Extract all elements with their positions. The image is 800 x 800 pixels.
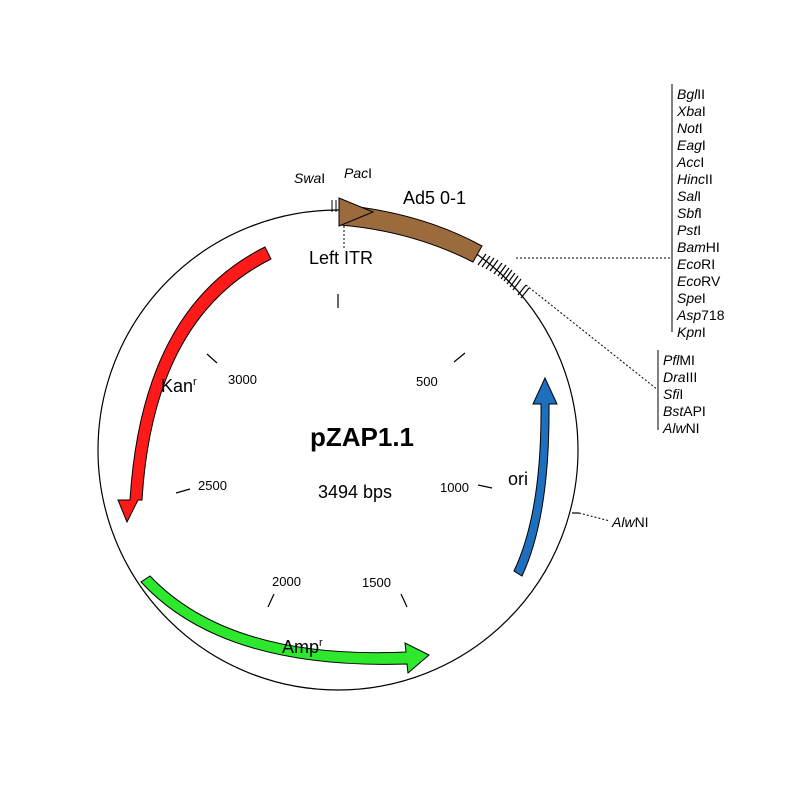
tick-label-500: 500 <box>416 374 438 389</box>
feature-label-ad5: Ad5 0-1 <box>403 188 466 208</box>
site-noti: NotI <box>677 120 703 136</box>
plasmid-name: pZAP1.1 <box>310 422 414 452</box>
mcs-mark <box>517 284 527 296</box>
mcs-mark <box>485 257 495 270</box>
tick-label-1500: 1500 <box>362 575 391 590</box>
feature-label-ori: ori <box>508 469 528 489</box>
feature-ori-arrow <box>513 376 558 577</box>
site-draiii: DraIII <box>663 369 697 385</box>
mcs-mark <box>481 255 491 268</box>
site-swai: SwaI <box>294 170 325 186</box>
feature-left-itr-arrow <box>338 197 375 227</box>
site-sali: SalI <box>677 188 701 204</box>
site-hincii: HincII <box>677 171 713 187</box>
site-bamhi: BamHI <box>677 239 720 255</box>
feature-label-left-itr: Left ITR <box>309 248 373 268</box>
site-eagi: EagI <box>677 137 706 153</box>
site-ecorv: EcoRV <box>677 273 721 289</box>
site-sfii: SfiI <box>663 386 683 402</box>
site-swai-it: Swa <box>294 170 321 186</box>
alwni-leader <box>578 512 611 522</box>
site-paci-it: Pac <box>344 165 368 181</box>
mcs-mark <box>477 253 487 266</box>
mcs-mark <box>512 278 522 291</box>
site-alwni-group: AlwNI <box>662 420 700 436</box>
site-bstapi: BstAPI <box>663 403 706 419</box>
site-asp718: Asp718 <box>676 307 725 323</box>
tick-1000 <box>477 484 493 489</box>
mcs-mark <box>503 269 513 282</box>
site-paci: PacI <box>344 165 372 181</box>
scale-ticks <box>175 294 493 608</box>
mcs-mark <box>500 267 510 280</box>
kan-label-sup: r <box>193 376 197 388</box>
site-acci: AccI <box>676 154 704 170</box>
site-paci-rest: I <box>368 165 372 181</box>
top-site-marks <box>331 200 337 212</box>
kan-label-text: Kan <box>161 376 193 396</box>
plasmid-size: 3494 bps <box>318 482 392 502</box>
tick-label-2000: 2000 <box>272 574 301 589</box>
amp-label-text: Amp <box>282 637 319 657</box>
mcs-group-1-list: BglII XbaI NotI EagI AccI HincII SalI Sb… <box>676 86 725 340</box>
site-ecori: EcoRI <box>677 256 715 272</box>
tick-label-3000: 3000 <box>228 372 257 387</box>
feature-kan-arrow <box>117 246 272 524</box>
site-sbfi: SbfI <box>677 205 702 221</box>
site-bglii: BglII <box>677 86 705 102</box>
site-swai-rest: I <box>321 170 325 186</box>
feature-ad5-arc <box>339 204 483 263</box>
feature-label-amp: Ampr <box>282 637 323 657</box>
mcs-hatch <box>477 253 530 299</box>
mcs-mark <box>497 264 507 277</box>
site-alwni: AlwNI <box>611 514 649 530</box>
mcs-mark <box>520 287 530 299</box>
mcs-mark <box>506 272 516 285</box>
amp-label-sup: r <box>319 637 323 649</box>
mcs-group-2-leader <box>525 284 659 391</box>
feature-label-kan: Kanr <box>161 376 197 396</box>
mcs-mark <box>489 259 499 272</box>
tick-label-1000: 1000 <box>440 480 469 495</box>
mcs-group-2-list: PflMI DraIII SfiI BstAPI AlwNI <box>662 352 706 436</box>
tick-2500 <box>175 488 191 494</box>
site-spei: SpeI <box>677 290 706 306</box>
tick-500 <box>453 352 466 363</box>
tick-2000 <box>267 593 275 608</box>
site-pflmi: PflMI <box>663 352 695 368</box>
mcs-mark <box>509 275 519 288</box>
feature-amp-arrow <box>140 575 430 674</box>
tick-1500 <box>400 593 408 608</box>
mcs-mark <box>493 262 503 275</box>
backbone-circle <box>97 209 579 691</box>
tick-label-2500: 2500 <box>198 478 227 493</box>
tick-3000 <box>206 353 218 364</box>
site-xbai: XbaI <box>676 103 706 119</box>
site-kpni: KpnI <box>677 324 706 340</box>
site-psti: PstI <box>677 222 701 238</box>
